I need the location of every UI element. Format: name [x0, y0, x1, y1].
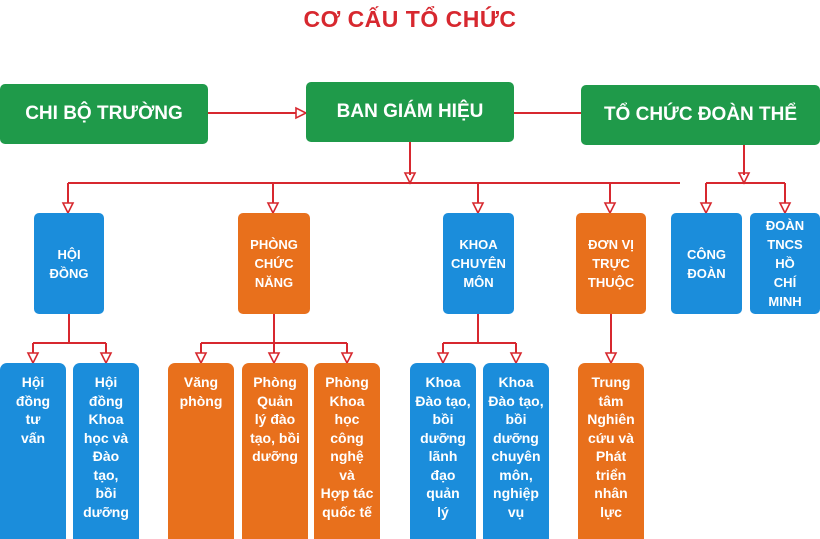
arrow-head — [603, 202, 617, 215]
training-mgmt-dept-box: Phòng Quản lý đào tạo, bồi dưỡng — [242, 363, 308, 539]
trade-union-box: CÔNG ĐOÀN — [671, 213, 742, 314]
arrow-head — [194, 352, 208, 365]
arrow-head — [267, 352, 281, 365]
research-center-box: Trung tâm Nghiên cứu và Phát triển nhân … — [578, 363, 644, 539]
faculty-box: KHOA CHUYÊN MÔN — [443, 213, 514, 314]
functional-dept-box: PHÒNG CHỨC NĂNG — [238, 213, 310, 314]
science-council-box: Hội đồng Khoa học và Đào tạo, bồi dưỡng — [73, 363, 139, 539]
party-cell-box: CHI BỘ TRƯỜNG — [0, 84, 208, 144]
page-title: CƠ CẤU TỔ CHỨC — [303, 6, 517, 32]
arrow-head — [737, 172, 751, 185]
arrow-head — [99, 352, 113, 365]
specialized-faculty-box: Khoa Đào tạo, bồi dưỡng chuyên môn, nghi… — [483, 363, 549, 539]
leadership-faculty-box: Khoa Đào tạo, bồi dưỡng lãnh đạo quản lý — [410, 363, 476, 539]
arrow-head — [436, 352, 450, 365]
arrow-head — [509, 352, 523, 365]
affiliated-unit-box: ĐƠN VỊ TRỰC THUỘC — [576, 213, 646, 314]
arrow-head — [699, 202, 713, 215]
arrow-head — [266, 202, 280, 215]
mass-orgs-box: TỔ CHỨC ĐOÀN THỂ — [581, 85, 820, 145]
arrow-head — [295, 106, 308, 120]
arrow-head — [403, 172, 417, 185]
arrow-head — [471, 202, 485, 215]
arrow-head — [61, 202, 75, 215]
arrow-head — [604, 352, 618, 365]
council-box: HỘI ĐỒNG — [34, 213, 104, 314]
advisory-council-box: Hội đồng tư vấn — [0, 363, 66, 539]
board-box: BAN GIÁM HIỆU — [306, 82, 514, 142]
arrow-head — [778, 202, 792, 215]
youth-union-box: ĐOÀN TNCS HỒ CHÍ MINH — [750, 213, 820, 314]
arrow-head — [340, 352, 354, 365]
office-box: Văng phòng — [168, 363, 234, 539]
science-tech-dept-box: Phòng Khoa học công nghệ và Hợp tác quốc… — [314, 363, 380, 539]
arrow-head — [26, 352, 40, 365]
